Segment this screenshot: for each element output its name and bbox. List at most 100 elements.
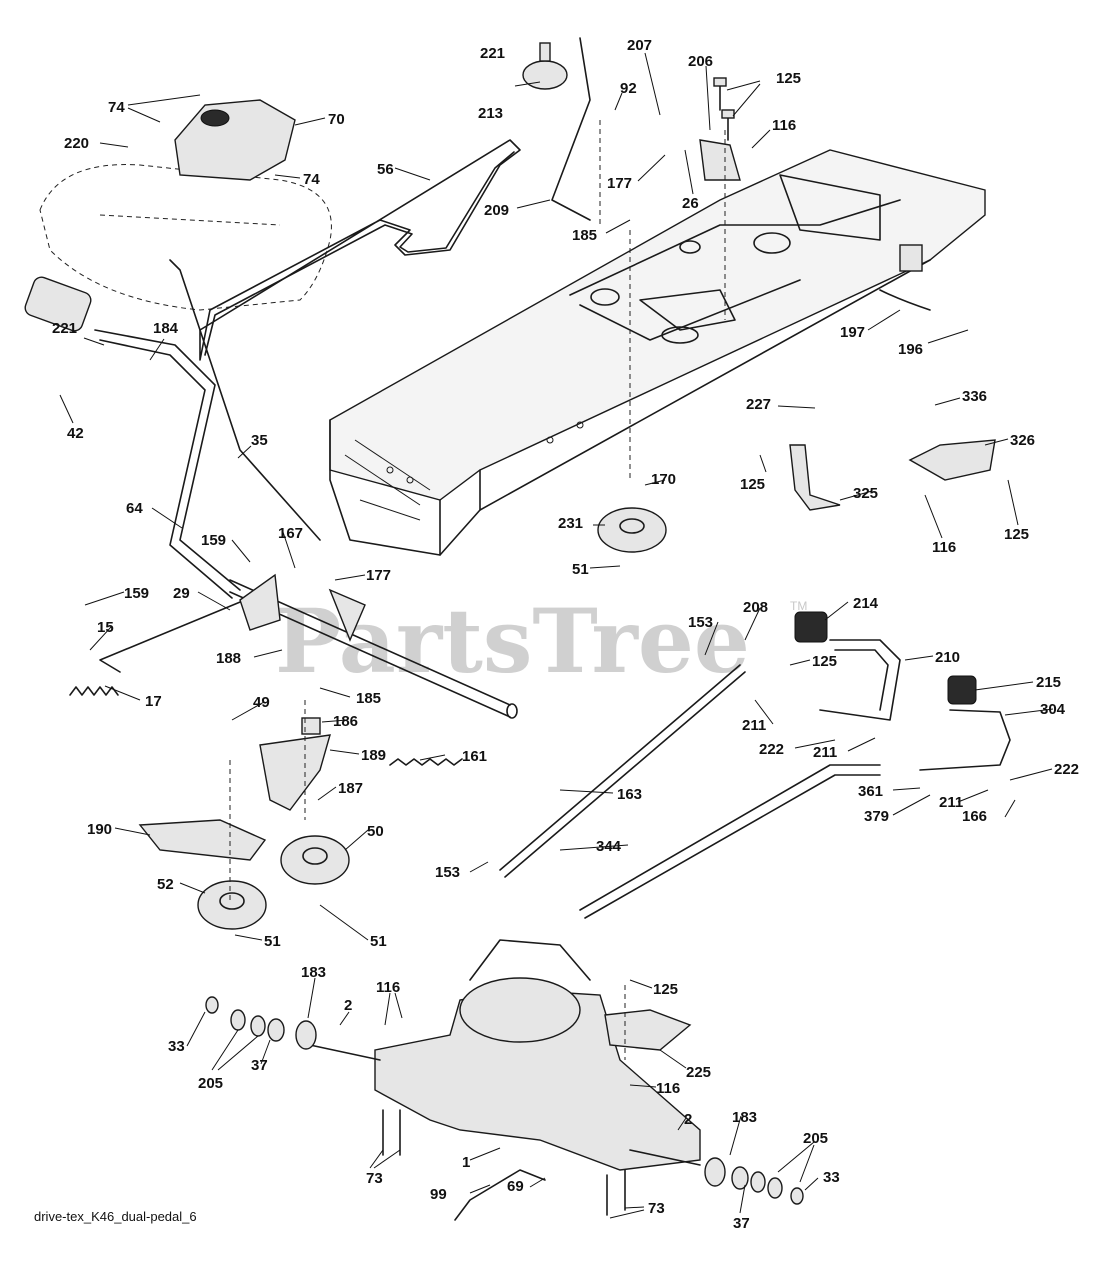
callout-184: 184 [153,320,179,337]
seat-outline [39,164,332,311]
pedal-arm-304 [919,709,1011,771]
callout-163: 163 [617,786,642,803]
callout-214: 214 [853,595,879,612]
callout-69: 69 [507,1178,524,1195]
callout-125: 125 [740,476,765,493]
callout-125: 125 [1004,526,1029,543]
callout-211: 211 [813,744,837,761]
callout-325: 325 [853,485,878,502]
callout-304: 304 [1040,701,1066,718]
callout-37: 37 [251,1057,268,1074]
callout-29: 29 [173,585,190,602]
callout-190: 190 [87,821,112,838]
callout-185: 185 [572,227,597,244]
pulley-231 [597,507,667,553]
callout-49: 49 [253,694,270,711]
callout-159: 159 [124,585,149,602]
callout-116: 116 [932,539,956,556]
bracket-325 [789,444,841,511]
callout-208: 208 [743,599,768,616]
callout-186: 186 [333,713,358,730]
assembly-guide-lines [229,120,726,1060]
rod-29 [99,599,246,673]
callout-92: 92 [620,80,637,97]
callout-2: 2 [344,997,352,1014]
callout-35: 35 [251,432,268,449]
callout-116: 116 [376,979,400,996]
callout-166: 166 [962,808,987,825]
callout-196: 196 [898,341,923,358]
pulley-52 [197,880,267,930]
callout-170: 170 [651,471,676,488]
callout-215: 215 [1036,674,1061,691]
callout-222: 222 [759,741,784,758]
callout-205: 205 [198,1075,223,1092]
callout-211: 211 [742,717,766,734]
axle-washers-right [704,1157,804,1205]
callout-210: 210 [935,649,960,666]
shield-225 [604,1009,692,1051]
callout-213: 213 [478,105,503,122]
callout-73: 73 [648,1200,665,1217]
callout-73: 73 [366,1170,383,1187]
callout-211: 211 [939,794,963,811]
callout-labels: 221 213 207 92 206 125 116 177 26 209 74… [52,37,1079,1232]
callout-221: 221 [52,320,77,337]
callout-74: 74 [303,171,320,188]
callout-361: 361 [858,783,883,800]
callout-222: 222 [1054,761,1079,778]
callout-116: 116 [772,117,796,134]
trademark-mark: TM [790,599,807,613]
callout-125: 125 [653,981,678,998]
transaxle-1 [309,939,701,1171]
rod-163 [499,664,746,878]
callout-17: 17 [145,693,162,710]
chassis-frame [329,149,986,556]
spacer-186 [301,717,321,735]
leader-lines [59,52,1054,1219]
bolt-125-top [713,77,735,141]
callout-153: 153 [688,614,713,631]
lever-64 [94,329,241,599]
callout-185: 185 [356,690,381,707]
callout-125: 125 [812,653,837,670]
callout-2: 2 [684,1111,692,1128]
bracket-206 [699,139,741,181]
callout-207: 207 [627,37,652,54]
callout-206: 206 [688,53,713,70]
shield-190 [138,819,267,861]
callout-70: 70 [328,111,345,128]
callout-52: 52 [157,876,174,893]
callout-33: 33 [823,1169,840,1186]
knob-213 [522,42,568,90]
callout-183: 183 [301,964,326,981]
bracket-167 [239,573,366,642]
callout-177: 177 [366,567,391,584]
callout-379: 379 [864,808,889,825]
callout-159: 159 [201,532,226,549]
callout-51: 51 [264,933,281,950]
callout-187: 187 [338,780,363,797]
callout-153: 153 [435,864,460,881]
pedal-arm-210 [819,639,901,721]
rod-35 [169,259,321,541]
callout-336: 336 [962,388,987,405]
callout-116: 116 [656,1080,680,1097]
callout-74: 74 [108,99,125,116]
callout-51: 51 [572,561,589,578]
callout-188: 188 [216,650,241,667]
callout-205: 205 [803,1130,828,1147]
drive-belt-56 [199,139,521,361]
callout-161: 161 [462,748,487,765]
rod-99 [454,1169,546,1221]
callout-64: 64 [126,500,143,517]
callout-220: 220 [64,135,89,152]
fender-cover-70 [174,99,296,181]
callout-177: 177 [607,175,632,192]
callout-344: 344 [596,838,622,855]
callout-37: 37 [733,1215,750,1232]
callout-15: 15 [97,619,114,636]
callout-167: 167 [278,525,303,542]
callout-125: 125 [776,70,801,87]
